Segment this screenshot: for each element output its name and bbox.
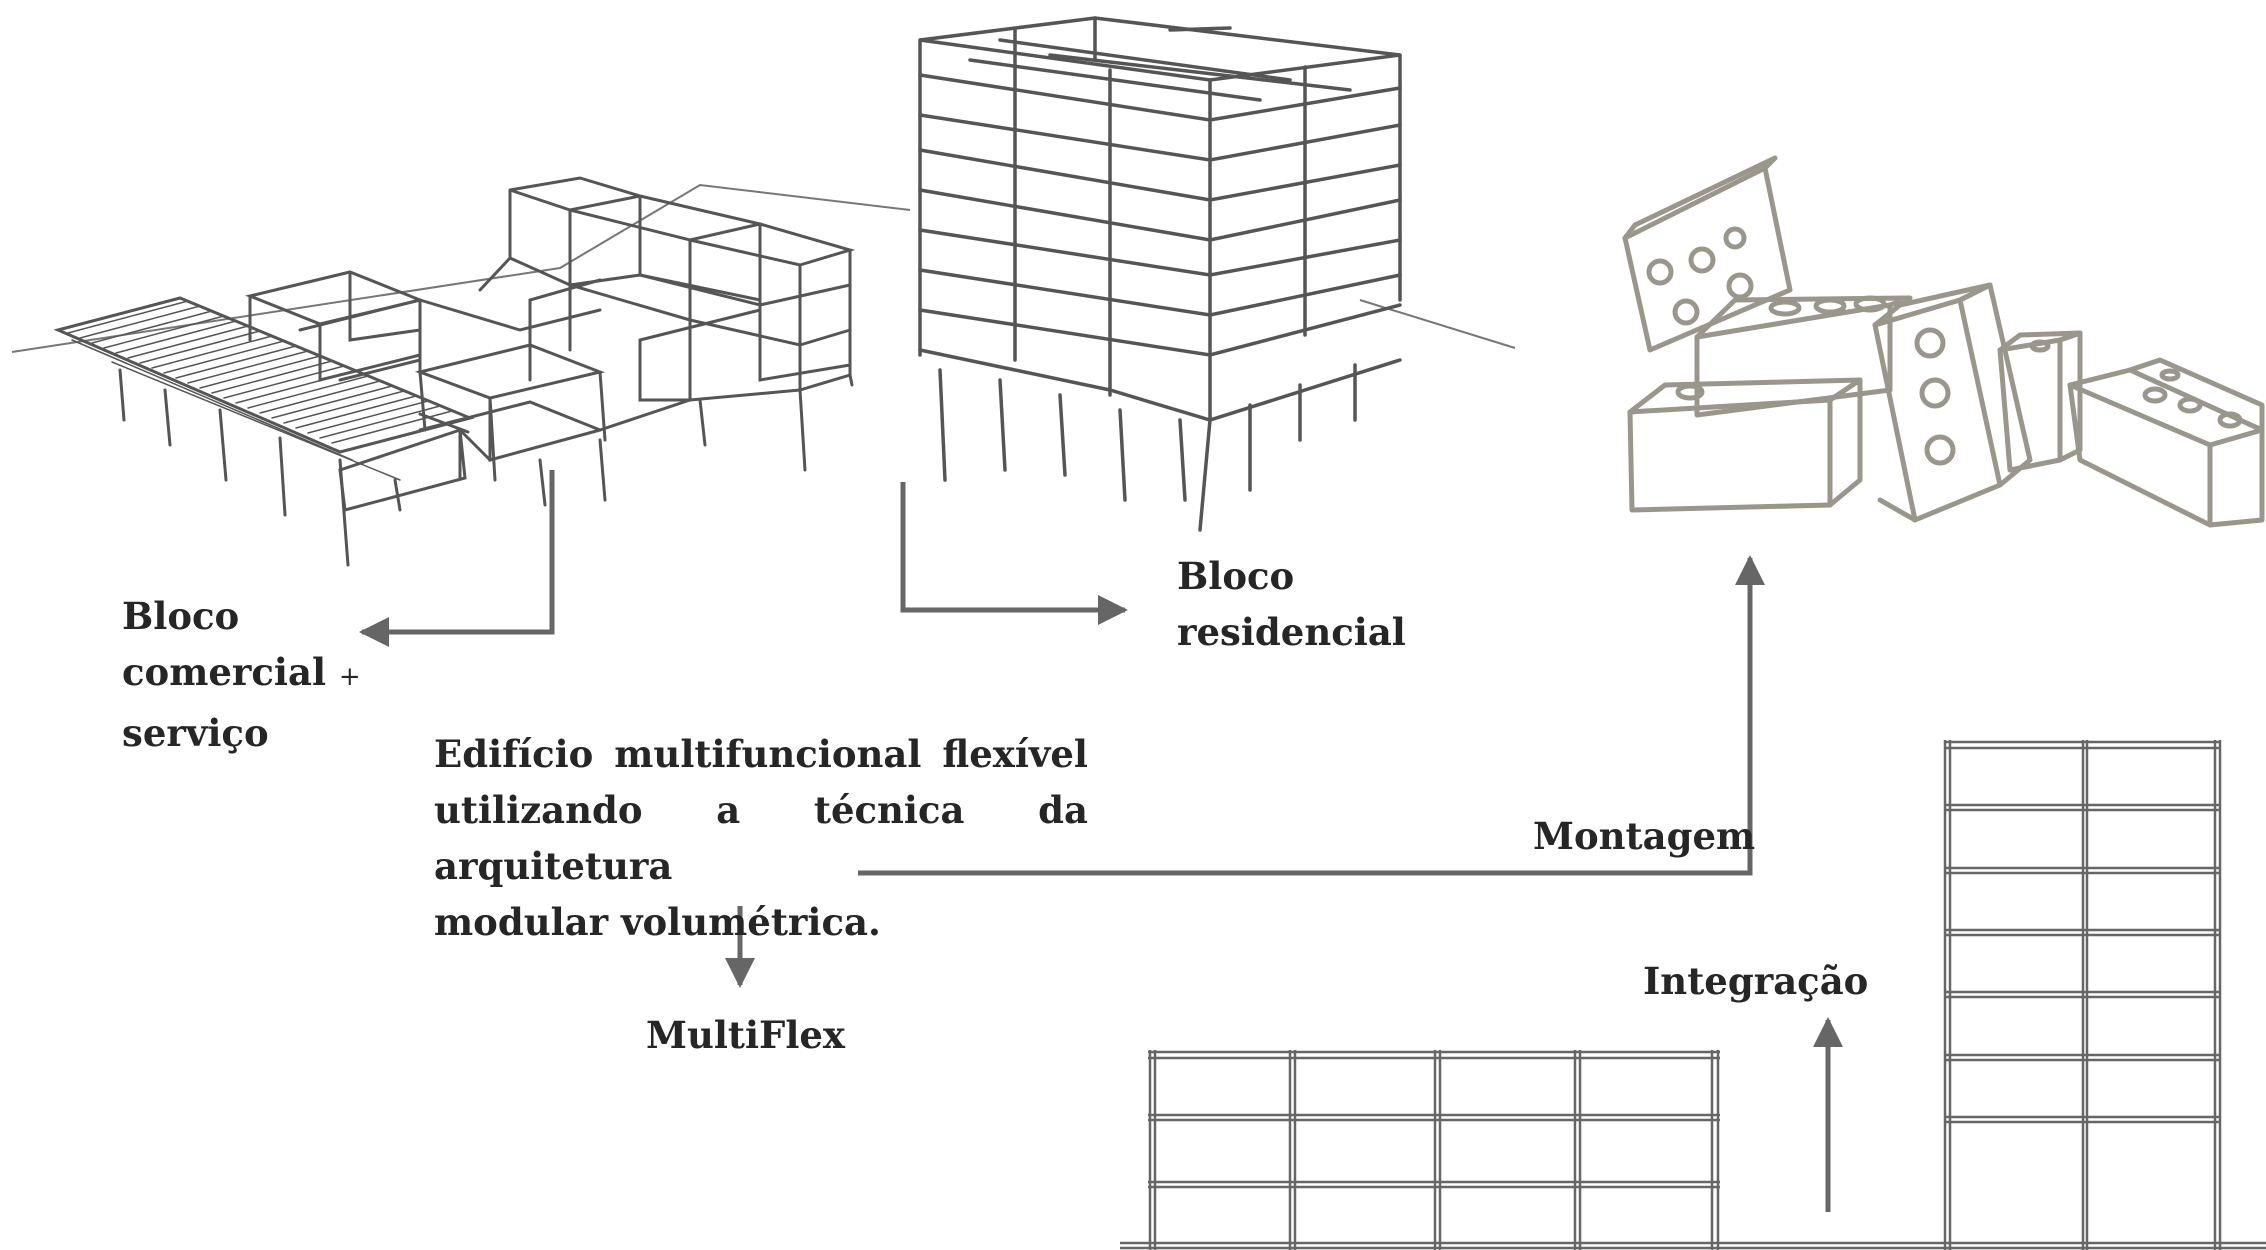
project-description: Edifício multifuncional flexível utiliza…	[434, 726, 1088, 950]
plus-sign: +	[338, 662, 361, 692]
integracao-label: Integração	[1643, 959, 1869, 1003]
montagem-label: Montagem	[1533, 814, 1756, 858]
commercial-line-2: comercial +	[122, 644, 361, 705]
arrow-to-commercial	[359, 470, 555, 647]
lego-bricks-sketch	[1622, 155, 2265, 528]
elevation-low-block-sketch	[1120, 1050, 2266, 1250]
residential-line-1: Bloco	[1177, 554, 1295, 598]
residential-tower-sketch	[918, 16, 1402, 532]
residential-block-label: Bloco residencial	[1177, 548, 1406, 660]
description-line-3: modular volumétrica.	[434, 900, 881, 944]
description-line-1: Edifício multifuncional flexível	[434, 732, 1088, 776]
ribbed-roof	[53, 296, 475, 481]
arrow-to-lego	[858, 555, 1765, 876]
arrow-to-residential	[900, 482, 1128, 625]
commercial-line-1: Bloco	[122, 594, 240, 638]
ground-line	[11, 183, 1516, 353]
elevation-tower-sketch	[1943, 740, 2222, 1250]
commercial-word: comercial	[122, 650, 327, 694]
multiflex-label: MultiFlex	[646, 1013, 845, 1057]
commercial-block-sketch	[53, 176, 856, 567]
commercial-line-3: serviço	[122, 711, 269, 755]
commercial-block-label: Bloco comercial + serviço	[122, 588, 361, 761]
description-line-2: utilizando a técnica da arquitetura	[434, 788, 1088, 888]
residential-line-2: residencial	[1177, 610, 1406, 654]
connector-arrows	[359, 470, 1843, 1212]
